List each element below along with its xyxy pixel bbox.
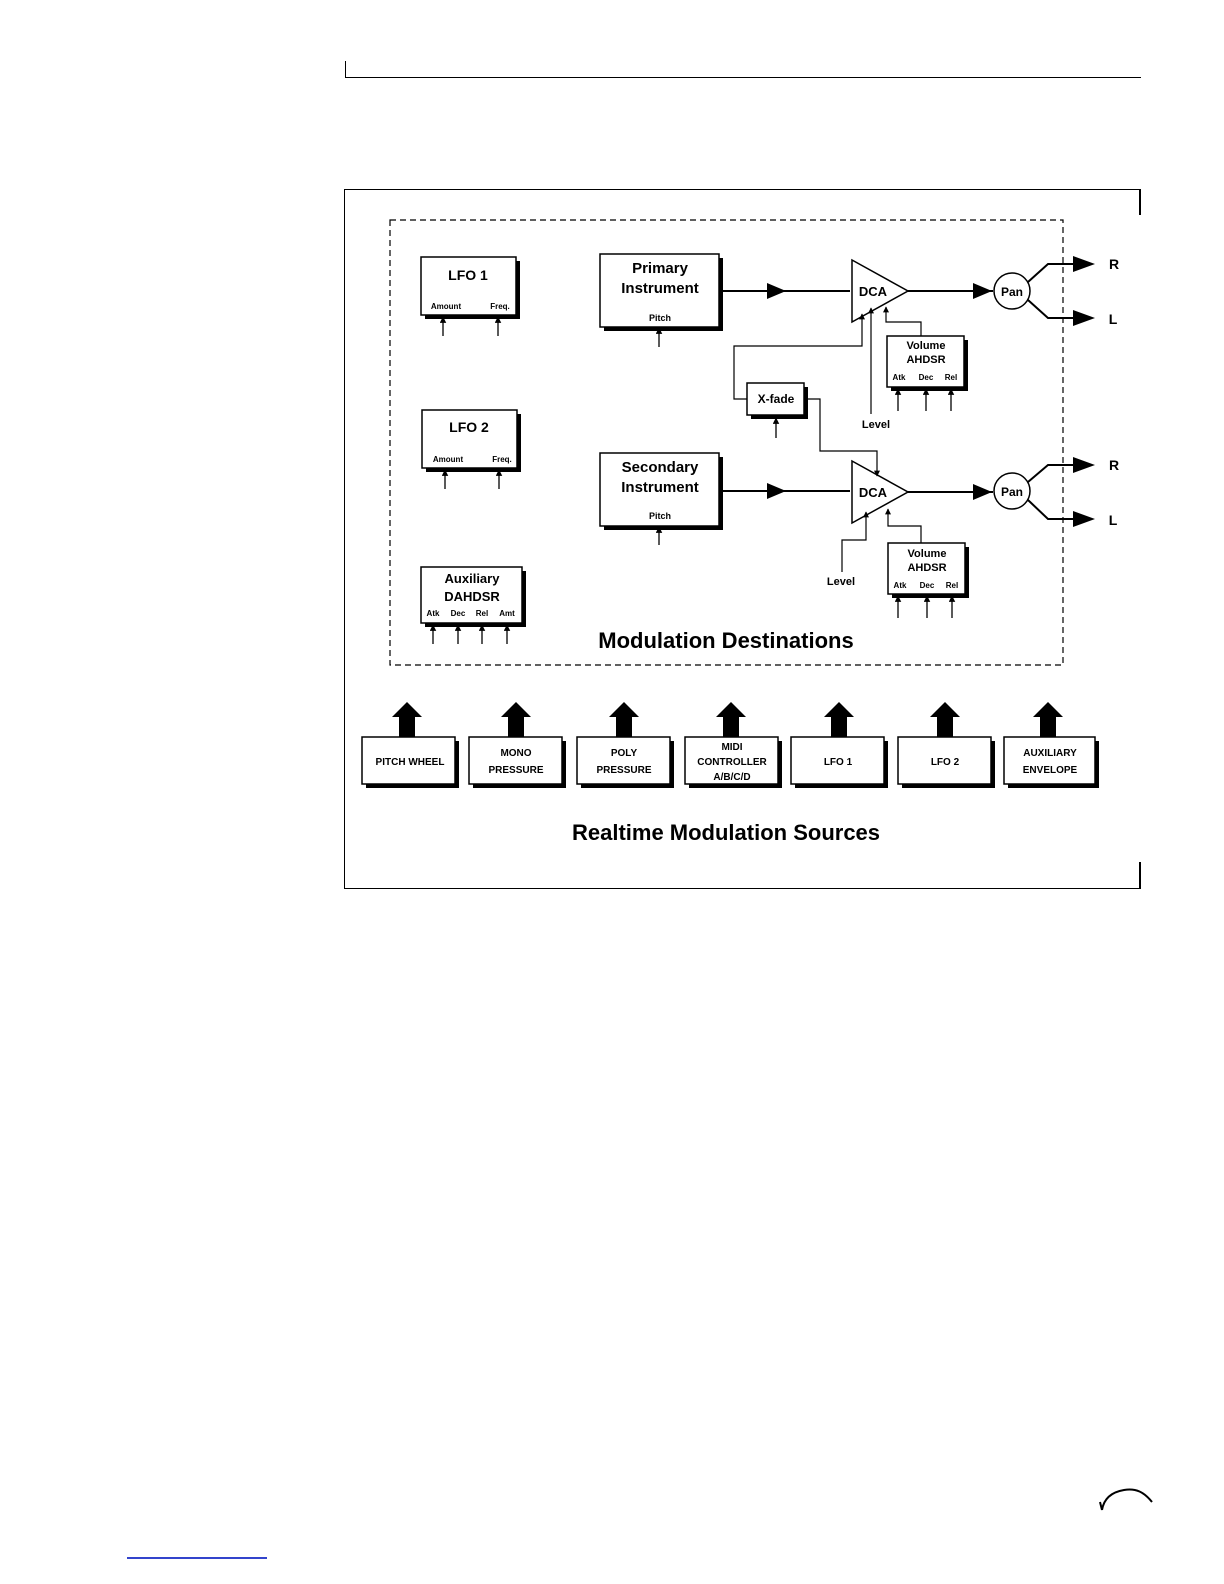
signal-arrow-head (767, 283, 786, 299)
volume-title-2: AHDSR (907, 562, 946, 574)
source-label-1: POLY (611, 748, 638, 759)
xfade-block: X-fade (733, 313, 880, 477)
secondary-pitch-label: Pitch (649, 511, 671, 521)
level-label: Level (827, 576, 855, 588)
volume-input-dec: Dec (919, 373, 934, 382)
source-label-1: LFO 1 (824, 757, 853, 768)
lfo1-amount-label: Amount (431, 302, 462, 311)
primary-title-2: Instrument (621, 280, 699, 297)
lfo1-title: LFO 1 (448, 267, 488, 283)
footer-link-underline[interactable] (127, 1557, 267, 1559)
frame-tick (1139, 189, 1141, 215)
figure-frame (344, 189, 1141, 889)
source-label-1: LFO 2 (931, 757, 960, 768)
source-lfo1: LFO 1 (790, 702, 888, 788)
source-label-2: ENVELOPE (1023, 765, 1078, 776)
primary-title-1: Primary (632, 260, 689, 277)
header-rule (345, 61, 1141, 78)
dca-label: DCA (859, 284, 888, 299)
volume-input-atk: Atk (894, 581, 907, 590)
source-label-1: MIDI (721, 742, 742, 753)
lfo2-title: LFO 2 (449, 419, 489, 435)
output-left-label: L (1109, 311, 1118, 327)
aux-input-atk: Atk (427, 609, 440, 618)
xfade-label: X-fade (758, 392, 795, 406)
secondary-title-1: Secondary (622, 459, 699, 476)
source-lfo2: LFO 2 (897, 702, 995, 788)
page-corner-mark (1099, 1488, 1153, 1511)
aux-title-2: DAHDSR (444, 589, 500, 604)
dca-amplifier-1: DCA (851, 258, 910, 324)
source-mono-pressure: MONO PRESSURE (468, 702, 566, 788)
source-poly-pressure: POLY PRESSURE (576, 702, 674, 788)
volume-input-dec: Dec (920, 581, 935, 590)
output-right-label: R (1109, 256, 1119, 272)
secondary-instrument-block: Secondary Instrument Pitch (599, 452, 723, 545)
pan-node-2: Pan R L (993, 457, 1119, 528)
lfo2-block: LFO 2 Amount Freq. (421, 409, 521, 489)
source-label-1: PITCH WHEEL (376, 757, 445, 768)
volume-title-2: AHDSR (906, 354, 945, 366)
pan-label: Pan (1001, 285, 1023, 299)
lfo2-amount-label: Amount (433, 455, 464, 464)
signal-arrow-head (767, 483, 786, 499)
destinations-title: Modulation Destinations (598, 628, 853, 653)
primary-pitch-label: Pitch (649, 313, 671, 323)
volume-envelope-1: Volume AHDSR Atk Dec Rel (883, 306, 968, 411)
volume-envelope-2: Volume AHDSR Atk Dec Rel (885, 508, 969, 618)
volume-input-atk: Atk (893, 373, 906, 382)
aux-envelope-block: Auxiliary DAHDSR Atk Dec Rel Amt (420, 566, 526, 644)
source-label-2: PRESSURE (596, 765, 651, 776)
destinations-region (389, 219, 1064, 666)
aux-title-1: Auxiliary (445, 571, 501, 586)
volume-title-1: Volume (907, 340, 946, 352)
aux-input-amt: Amt (499, 609, 515, 618)
primary-instrument-block: Primary Instrument Pitch (599, 253, 723, 347)
sources-title: Realtime Modulation Sources (572, 820, 880, 845)
aux-input-dec: Dec (451, 609, 466, 618)
aux-input-rel: Rel (476, 609, 488, 618)
source-auxiliary-envelope: AUXILIARY ENVELOPE (1003, 702, 1099, 788)
pan-node-1: Pan R L (993, 256, 1119, 327)
source-label-1: AUXILIARY (1023, 748, 1077, 759)
source-label-2: PRESSURE (488, 765, 543, 776)
dca-label: DCA (859, 485, 888, 500)
output-left-label: L (1109, 512, 1118, 528)
level-label: Level (862, 419, 890, 431)
output-right-label: R (1109, 457, 1119, 473)
source-midi-controller: MIDI CONTROLLER A/B/C/D (684, 702, 782, 788)
pan-label: Pan (1001, 485, 1023, 499)
source-pitch-wheel: PITCH WHEEL (361, 702, 459, 788)
secondary-title-2: Instrument (621, 479, 699, 496)
source-label-3: A/B/C/D (713, 772, 750, 783)
lfo1-block: LFO 1 Amount Freq. (420, 256, 520, 336)
volume-input-rel: Rel (946, 581, 958, 590)
frame-tick (1139, 862, 1141, 888)
lfo1-freq-label: Freq. (490, 302, 510, 311)
volume-title-1: Volume (908, 548, 947, 560)
lfo2-freq-label: Freq. (492, 455, 512, 464)
dca-amplifier-2: DCA (851, 459, 910, 525)
source-label-2: CONTROLLER (697, 757, 767, 768)
source-label-1: MONO (500, 748, 531, 759)
volume-input-rel: Rel (945, 373, 957, 382)
